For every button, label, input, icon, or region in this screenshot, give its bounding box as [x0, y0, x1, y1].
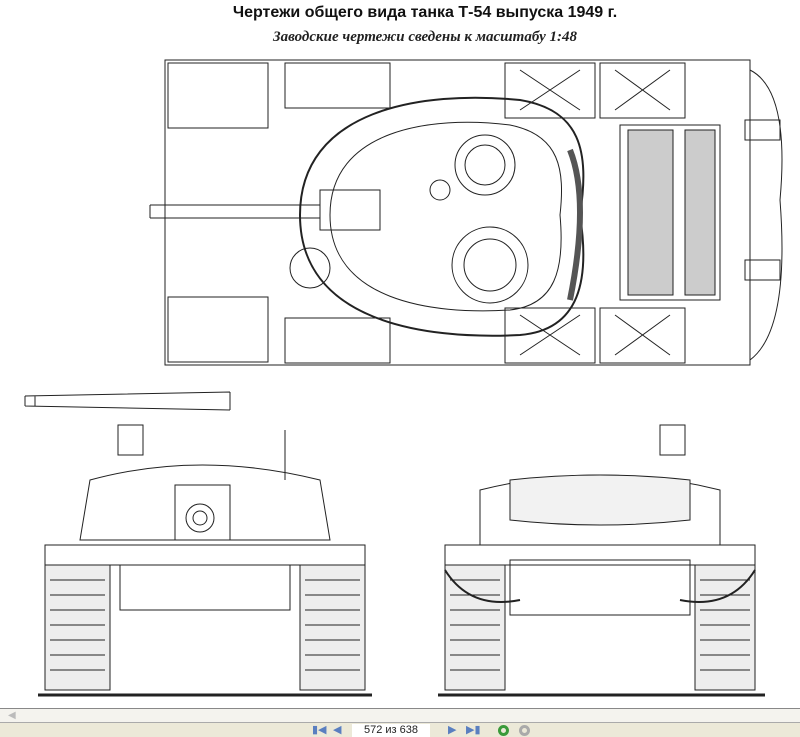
scroll-left-icon[interactable]: ◀	[8, 710, 16, 721]
last-page-icon[interactable]: ▶▮	[466, 724, 481, 736]
rear-view	[438, 424, 765, 697]
page-title: Чертежи общего вида танка Т-54 выпуска 1…	[232, 4, 618, 21]
zoom-out-icon[interactable]	[519, 725, 530, 736]
first-page-icon[interactable]: ▮◀	[312, 724, 327, 736]
tank-drawing	[24, 59, 783, 697]
front-view	[38, 424, 372, 697]
page-number-field[interactable]: 572 из 638	[352, 724, 430, 737]
top-view	[149, 59, 783, 366]
gun-barrel-view	[24, 391, 231, 411]
prev-page-icon[interactable]: ◀	[333, 724, 342, 736]
page-subtitle: Заводские чертежи сведены к масштабу 1:4…	[272, 29, 578, 45]
next-page-icon[interactable]: ▶	[448, 724, 457, 736]
horizontal-scrollbar[interactable]: ◀	[0, 708, 800, 723]
viewer-toolbar: ▮◀ ◀ 572 из 638 ▶ ▶▮	[0, 723, 800, 737]
zoom-in-icon[interactable]	[498, 725, 509, 736]
document-page: Чертежи общего вида танка Т-54 выпуска 1…	[24, 4, 783, 697]
